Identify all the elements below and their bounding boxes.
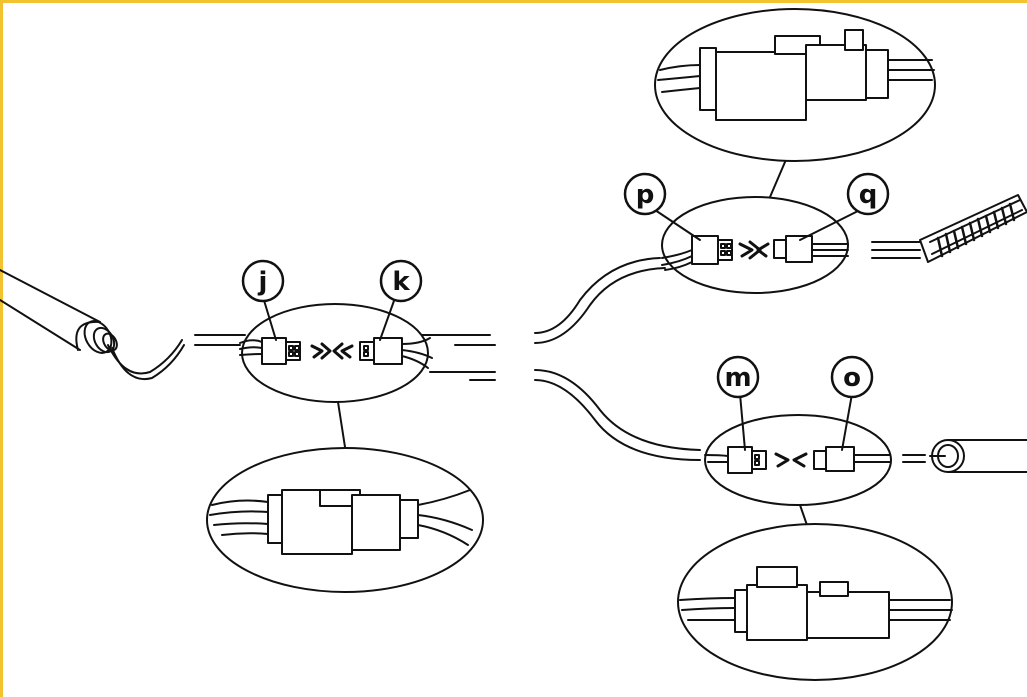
zoom-pq bbox=[654, 8, 936, 162]
label-p: p bbox=[623, 172, 701, 241]
callout-line-jk bbox=[337, 401, 346, 448]
left-wires bbox=[194, 334, 496, 381]
label-p-text: p bbox=[636, 180, 655, 210]
label-o: o bbox=[830, 355, 874, 451]
zoom-mo bbox=[677, 523, 953, 681]
label-k: k bbox=[379, 259, 423, 341]
label-m-text: m bbox=[724, 363, 751, 393]
tubular-motor bbox=[0, 269, 185, 381]
split-cables bbox=[534, 257, 701, 461]
label-j-text: j bbox=[258, 267, 268, 297]
label-o-text: o bbox=[843, 363, 861, 393]
led-strip bbox=[871, 194, 1027, 263]
label-q: q bbox=[799, 172, 890, 241]
zoom-jk bbox=[206, 447, 484, 593]
callout-line-pq bbox=[769, 154, 789, 198]
oval-jk bbox=[239, 303, 433, 403]
oval-pq bbox=[661, 196, 849, 294]
oval-mo bbox=[704, 414, 892, 506]
label-k-text: k bbox=[392, 267, 410, 297]
label-j: j bbox=[241, 259, 285, 341]
label-m: m bbox=[716, 355, 760, 451]
label-q-text: q bbox=[859, 180, 878, 210]
right-tube bbox=[902, 439, 1027, 473]
